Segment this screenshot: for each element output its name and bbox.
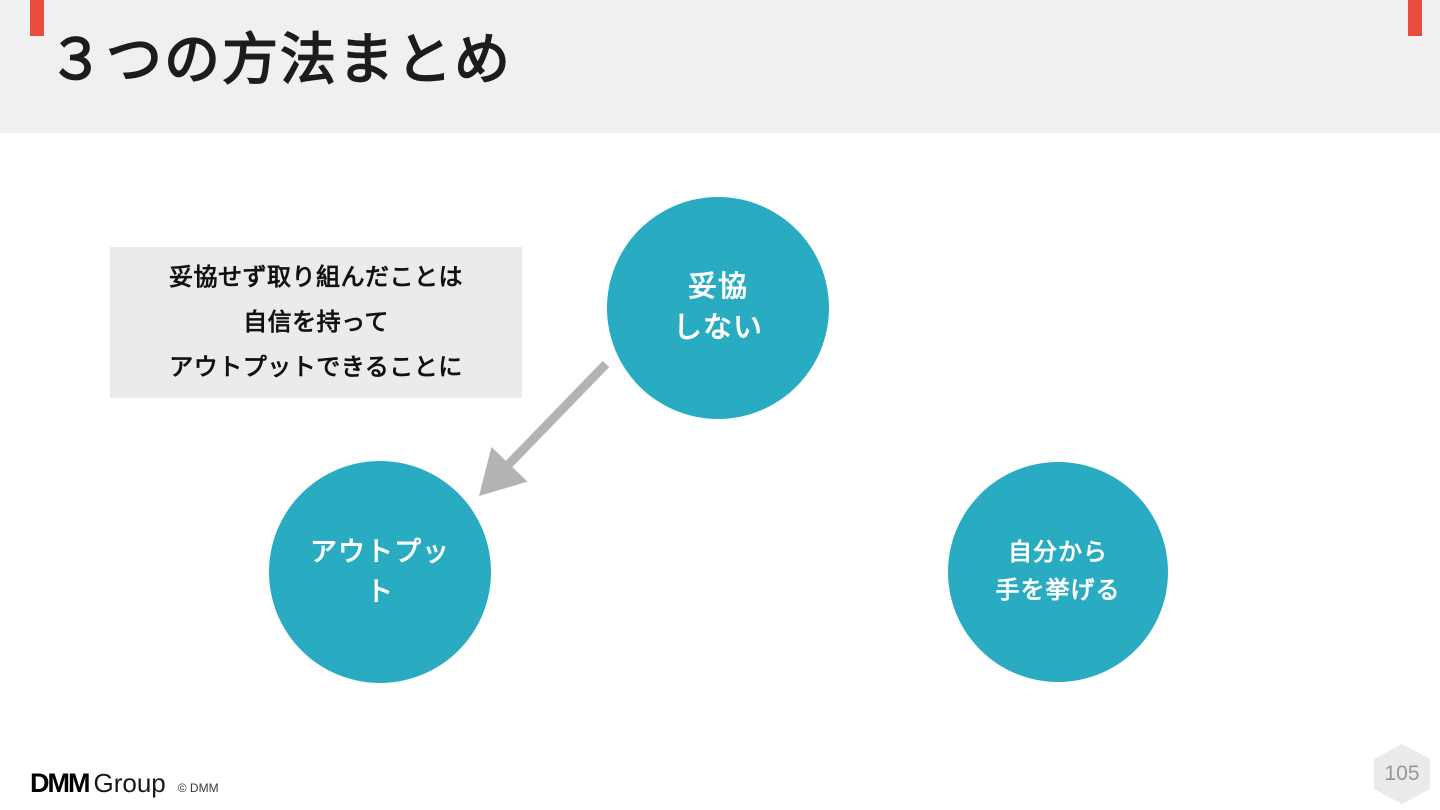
dmm-logo: DMM	[30, 768, 91, 798]
circle-label-line: 自分から	[1008, 539, 1108, 566]
circle-no-compromise: 妥協 しない	[607, 197, 829, 419]
circle-label-line: 妥協	[687, 271, 748, 303]
page-number: 105	[1384, 762, 1420, 785]
circle-label-line: アウトプッ	[310, 537, 450, 567]
note-line: 妥協せず取り組んだことは	[169, 264, 463, 291]
slide-title: ３つの方法まとめ	[48, 28, 512, 91]
red-corner-accent-left	[30, 0, 44, 36]
circle-output: アウトプッ ト	[269, 461, 491, 683]
dmm-group-logo-text: Group	[93, 768, 166, 798]
copyright-text: © DMM	[177, 781, 219, 795]
page-number-hexagon: 105	[1372, 742, 1432, 806]
note-line: アウトプットできることに	[169, 354, 463, 381]
hexagon-shape	[1374, 744, 1430, 804]
red-corner-accent-right	[1408, 0, 1422, 36]
circle-label-line: ト	[366, 577, 394, 607]
circle-raise-hand: 自分から 手を挙げる	[948, 462, 1168, 682]
circle-label-line: 手を挙げる	[995, 577, 1121, 604]
slide-header-band	[0, 0, 1440, 133]
note-line: 自信を持って	[243, 309, 389, 336]
circle-label-line: しない	[672, 312, 763, 344]
summary-note-box: 妥協せず取り組んだことは 自信を持って アウトプットできることに	[110, 247, 522, 398]
slide-footer: DMM Group © DMM	[30, 768, 219, 799]
